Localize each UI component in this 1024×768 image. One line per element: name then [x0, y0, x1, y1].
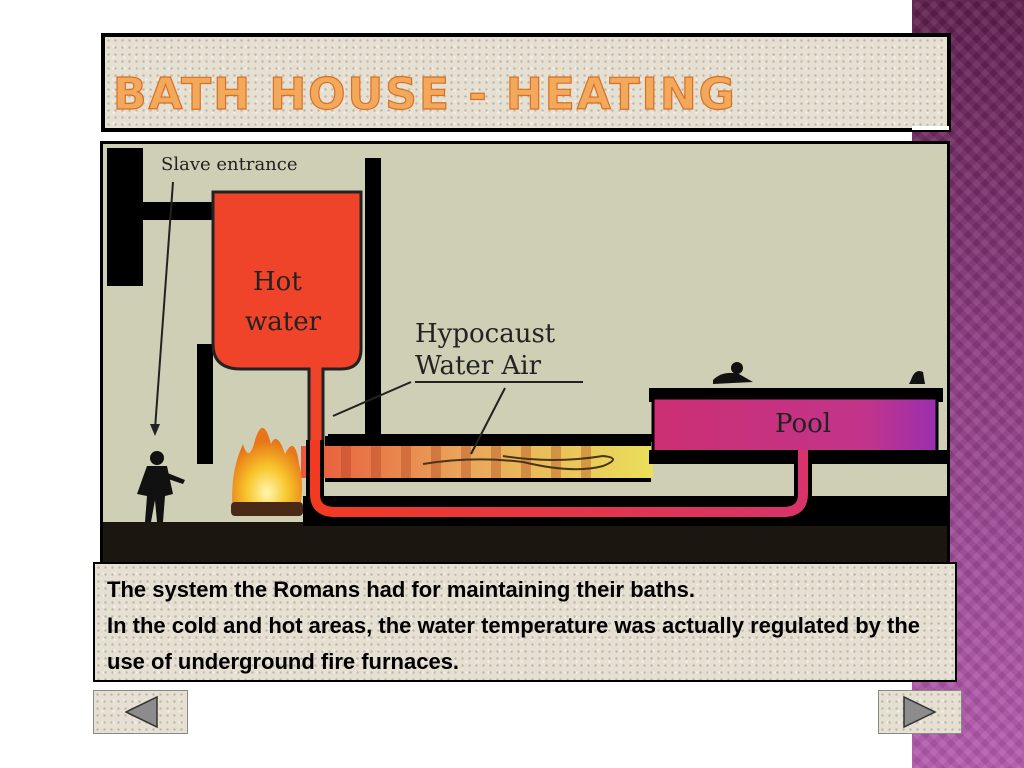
- water-pipe: [310, 440, 808, 517]
- label-hot: Hot: [253, 267, 302, 297]
- air-pointer: [470, 387, 506, 455]
- ground: [103, 522, 947, 562]
- title-banner-gap: [912, 126, 949, 130]
- bather-figures-icon: [713, 362, 925, 384]
- slide-title: Bath House - Heating: [112, 69, 737, 120]
- wall-post: [197, 344, 213, 464]
- floor-slab: [328, 434, 658, 442]
- label-water-tank: water: [245, 307, 322, 337]
- triangle-right-icon: [903, 695, 937, 729]
- slave-entrance-arrowhead: [150, 424, 160, 436]
- triangle-left-icon: [123, 695, 158, 729]
- left-wall: [107, 148, 143, 286]
- next-slide-button[interactable]: [878, 690, 962, 734]
- caption-line-1: The system the Romans had for maintainin…: [107, 577, 695, 602]
- title-banner: Bath House - Heating: [101, 33, 951, 132]
- previous-slide-button[interactable]: [93, 690, 188, 734]
- slave-figure-icon: [137, 451, 185, 522]
- water-pointer: [332, 381, 412, 417]
- hypocaust-pillars: [341, 446, 591, 478]
- hypocaust-diagram: Slave entrance Hot water Hypocaust Water…: [100, 141, 950, 565]
- hypocaust-air-channel: [301, 446, 653, 478]
- label-hypocaust: Hypocaust: [415, 319, 556, 349]
- caption-box: The system the Romans had for maintainin…: [93, 562, 957, 682]
- label-water-air: Water Air: [415, 351, 542, 381]
- label-pool: Pool: [775, 409, 831, 439]
- air-flow-arrow: [422, 454, 614, 471]
- caption-line-2: In the cold and hot areas, the water tem…: [107, 613, 921, 674]
- diagram-svg: Slave entrance Hot water Hypocaust Water…: [103, 144, 947, 562]
- label-slave-entrance: Slave entrance: [161, 154, 298, 175]
- furnace-fire-icon: [231, 427, 303, 516]
- slave-entrance-pointer: [154, 181, 174, 430]
- central-wall: [365, 158, 381, 438]
- wall-beam: [143, 202, 223, 220]
